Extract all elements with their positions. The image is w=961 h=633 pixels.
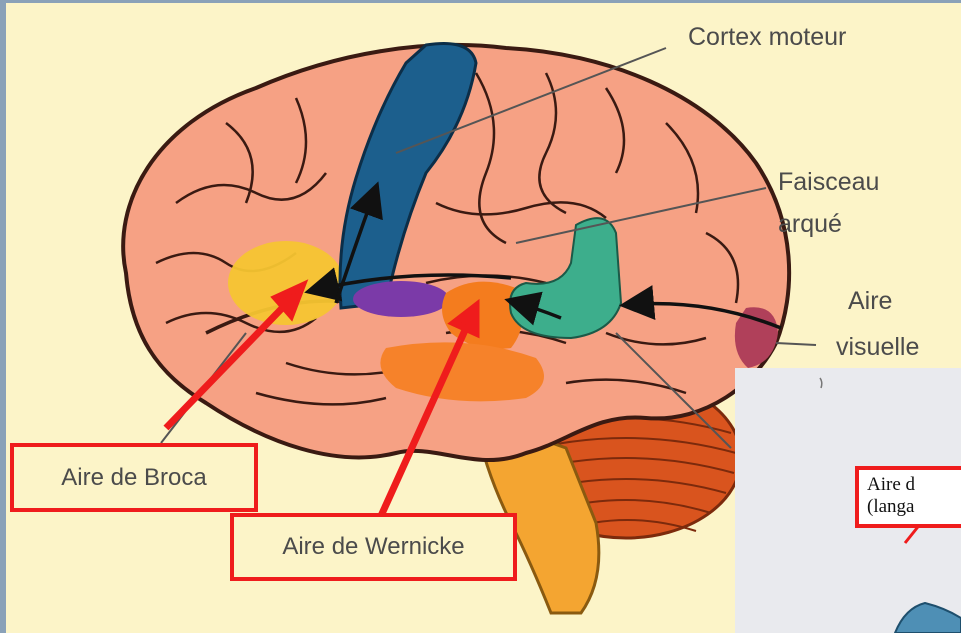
label-aire-de-wernicke: Aire de Wernicke [230, 513, 517, 581]
aire-de-wernicke-text: Aire de Wernicke [282, 533, 464, 561]
aire-de-broca-text: Aire de Broca [61, 464, 206, 492]
label-aire-visuelle-line1: Aire [848, 289, 892, 314]
label-faisceau-arque-line1: Faisceau [778, 170, 879, 195]
inset-image: Aire d (langa [735, 368, 961, 633]
label-cortex-moteur: Cortex moteur [688, 25, 846, 50]
label-aire-de-broca: Aire de Broca [10, 443, 258, 512]
inset-label-box: Aire d (langa [855, 466, 961, 528]
label-aire-visuelle-line2: visuelle [836, 335, 919, 360]
inset-label-line1: Aire d [867, 474, 961, 496]
inset-label-line2: (langa [867, 496, 961, 518]
purple-area [353, 281, 449, 317]
label-faisceau-arque-line2: arqué [778, 212, 842, 237]
